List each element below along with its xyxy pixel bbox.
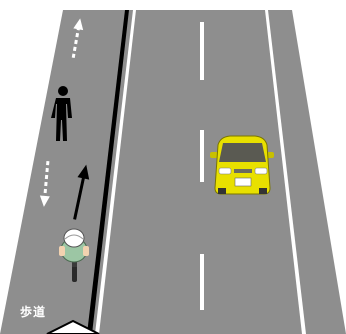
- lane-dash: [200, 254, 204, 310]
- car-icon: [210, 136, 274, 194]
- lane-dash: [200, 130, 204, 182]
- sidewalk-label: 歩道: [20, 303, 46, 320]
- lane-dash: [200, 22, 204, 80]
- center-dashed-line: [200, 22, 204, 310]
